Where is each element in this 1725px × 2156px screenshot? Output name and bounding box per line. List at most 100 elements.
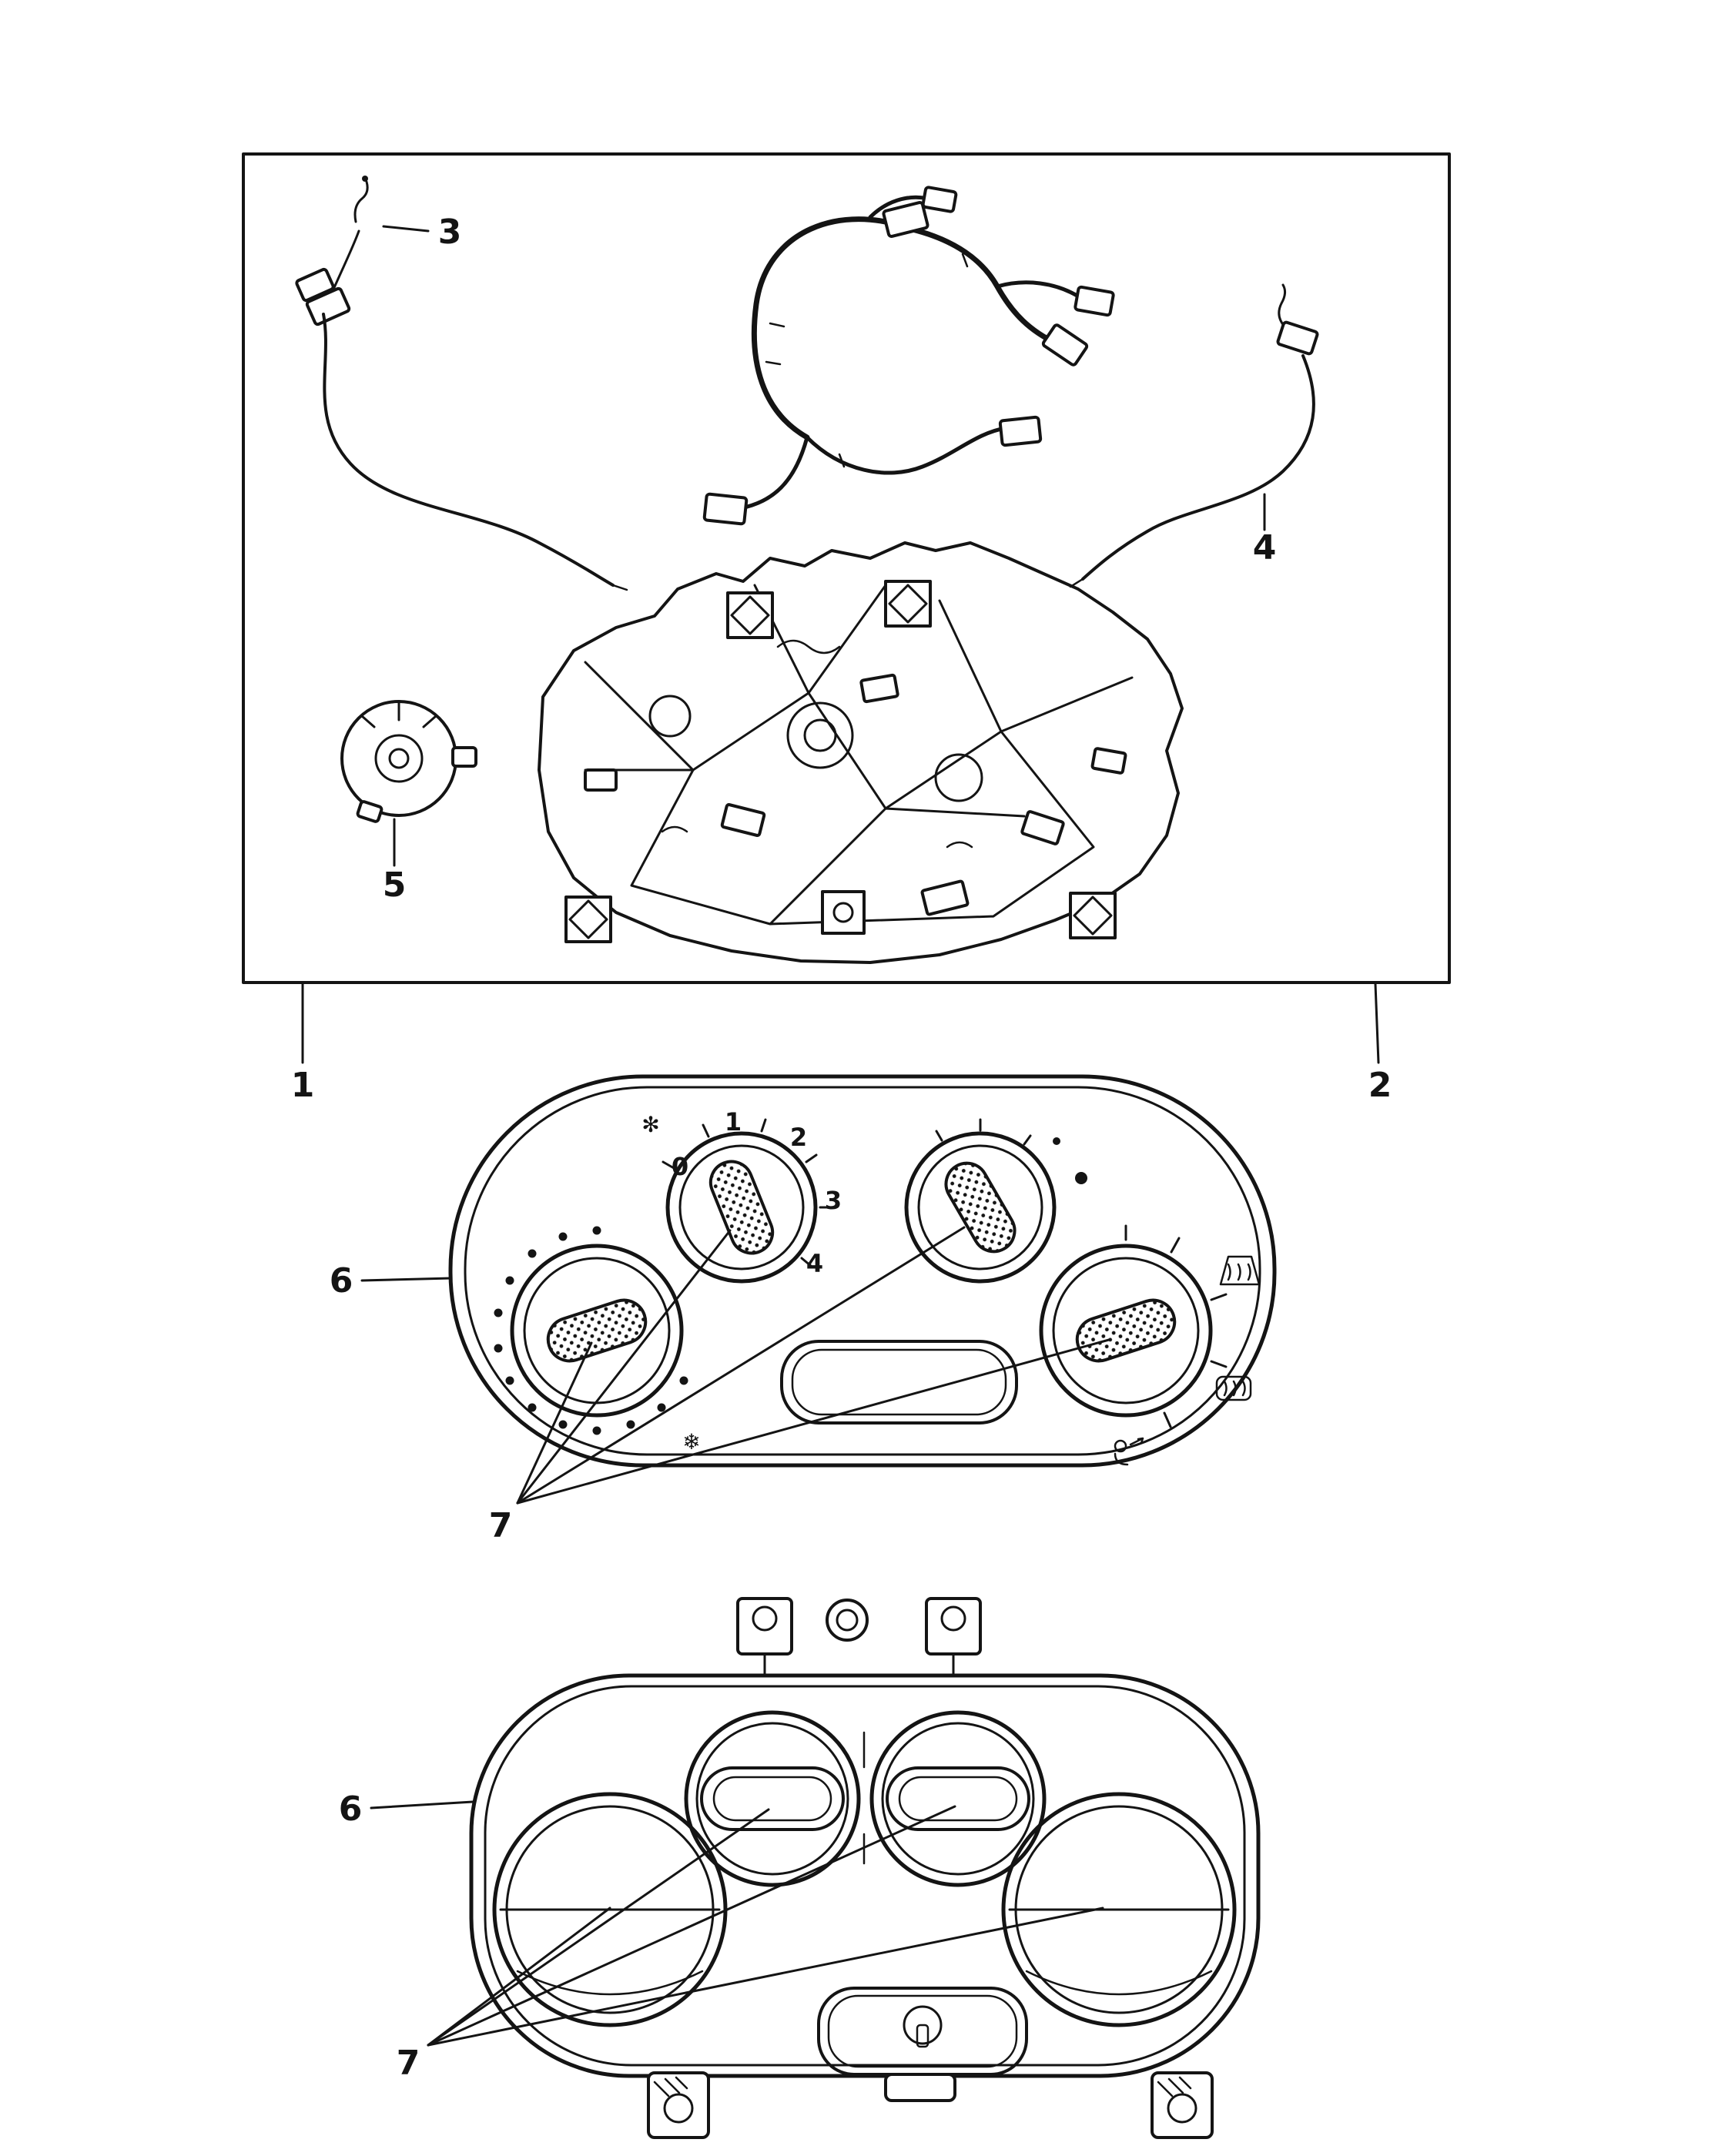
callout-part7-front: 7 [489, 1506, 513, 1545]
cable-left-connector-a [295, 267, 335, 303]
callout-part1: 1 [291, 1066, 315, 1105]
cable-left-connector-b [305, 286, 351, 326]
harness-branch-b [805, 426, 1008, 475]
cable-left-tip-dot [362, 176, 368, 182]
leader-part2 [1374, 983, 1380, 1064]
heated-rear-window-icon [1215, 1375, 1252, 1401]
knob-blower [662, 1118, 834, 1284]
harness-tape-ticks [765, 253, 969, 468]
bracket-clip-4 [584, 768, 618, 792]
bracket-clip-6 [1090, 747, 1127, 775]
rear-mount-tab-left [736, 1597, 793, 1677]
bracket-clip-1 [720, 803, 766, 837]
bracket-mount-diamond-3 [564, 896, 612, 943]
cable-left-end [611, 584, 628, 591]
bracket-hole-left [648, 695, 692, 738]
rotary-switch-tab-bottom [356, 800, 384, 823]
rear-housing-outline-inner [484, 1685, 1246, 2067]
rear-foot-left [647, 2071, 710, 2139]
rotary-switch-hub [374, 734, 424, 783]
bracket-detail-squiggles [661, 639, 973, 849]
rotary-switch-shaft [388, 748, 410, 769]
leader-part6-front [360, 1277, 453, 1282]
cable-left-run [322, 313, 615, 587]
harness-connector-2 [921, 186, 958, 213]
bracket-mount-diamond-4 [1069, 892, 1117, 939]
bracket-clip-5 [920, 879, 970, 916]
bracket-clip-2 [859, 673, 899, 704]
rear-foot-right [1151, 2071, 1214, 2139]
bulb-mode-left [546, 1298, 648, 1363]
leaders-part7-front [516, 1226, 1110, 1505]
wiring-harness [702, 186, 1115, 526]
rear-foot-center [884, 2073, 956, 2102]
dial-mark-3: 3 [825, 1186, 842, 1215]
front-panel-display [780, 1340, 1018, 1424]
cable-right-run [1081, 354, 1315, 581]
rear-vent-upper-right [869, 1710, 1047, 1887]
rear-vent-lower-right [1001, 1792, 1237, 2027]
cable-right-pigtail [1278, 283, 1287, 328]
rear-mount-post-center [826, 1599, 869, 1642]
knob-mode-left [494, 1226, 688, 1435]
fan-icon: ✻ [641, 1112, 659, 1137]
dial-mark-1: 1 [725, 1107, 742, 1137]
bracket-mount-diamond-1 [726, 591, 774, 639]
bracket-clip-3 [1020, 810, 1065, 845]
bracket-mount-diamond-2 [884, 580, 932, 628]
bracket-mount-hole-center [821, 890, 866, 935]
callout-part7-rear: 7 [397, 2044, 420, 2083]
harness-connector-5 [998, 415, 1043, 447]
callout-part6-front: 6 [330, 1261, 353, 1301]
defrost-icon [1219, 1255, 1261, 1286]
assembly-box-border [242, 152, 1451, 984]
harness-connector-4 [1074, 285, 1115, 317]
harness-branch-d [868, 195, 930, 219]
bulb-blower [708, 1160, 775, 1255]
bracket-outline [538, 541, 1184, 964]
temperature-dot-small-icon [1053, 1137, 1060, 1145]
rotary-switch-facets [360, 700, 437, 728]
temperature-dot-large-icon [1075, 1172, 1087, 1184]
cable-left [295, 176, 628, 591]
callout-part6-rear: 6 [339, 1789, 363, 1829]
harness-branch-a [995, 280, 1084, 301]
rear-vent-lower-left [492, 1792, 728, 2027]
bracket-hole-right [934, 753, 983, 802]
front-panel-outline-inner [464, 1086, 1261, 1456]
dial-mark-0: 0 [672, 1152, 688, 1181]
callout-part4: 4 [1253, 528, 1277, 567]
harness-run-loop [751, 216, 916, 440]
callout-part5: 5 [383, 865, 407, 905]
bracket-truss-lines [584, 584, 1134, 926]
knob-airflow-right [1039, 1224, 1228, 1428]
cable-left-pigtail [353, 180, 369, 223]
rear-vent-upper-left [684, 1710, 861, 1887]
leader-part3 [382, 225, 430, 233]
bulb-airflow-right [1075, 1298, 1177, 1363]
rear-mount-tab-right [925, 1597, 982, 1677]
rotary-switch [340, 700, 477, 823]
callout-part3: 3 [438, 213, 462, 252]
cable-left-stub [331, 229, 360, 293]
leaders-part7-rear [427, 1805, 1104, 2047]
control-panel-rear [469, 1597, 1261, 2139]
knob-dot-ring [494, 1226, 688, 1435]
control-panel-front: 0 1 2 3 4 ✻ [448, 1074, 1277, 1468]
blower-dial-ticks [662, 1118, 834, 1267]
cable-right-connector [1276, 320, 1319, 356]
airflow-dial-ticks [1124, 1224, 1228, 1428]
keyhole-icon [903, 2005, 943, 2045]
rear-panel-recess [817, 1987, 1028, 2076]
harness-connector-1 [882, 201, 929, 238]
front-panel-outline-outer [448, 1074, 1277, 1468]
dial-mark-4: 4 [806, 1249, 823, 1278]
airflow-face-icon [1114, 1437, 1144, 1466]
knob-temperature [904, 1118, 1087, 1284]
temperature-dial-ticks [935, 1118, 1032, 1146]
ac-icon: ❄ [682, 1429, 700, 1455]
cable-right [1069, 283, 1319, 588]
rotary-switch-tab-right [451, 746, 477, 768]
